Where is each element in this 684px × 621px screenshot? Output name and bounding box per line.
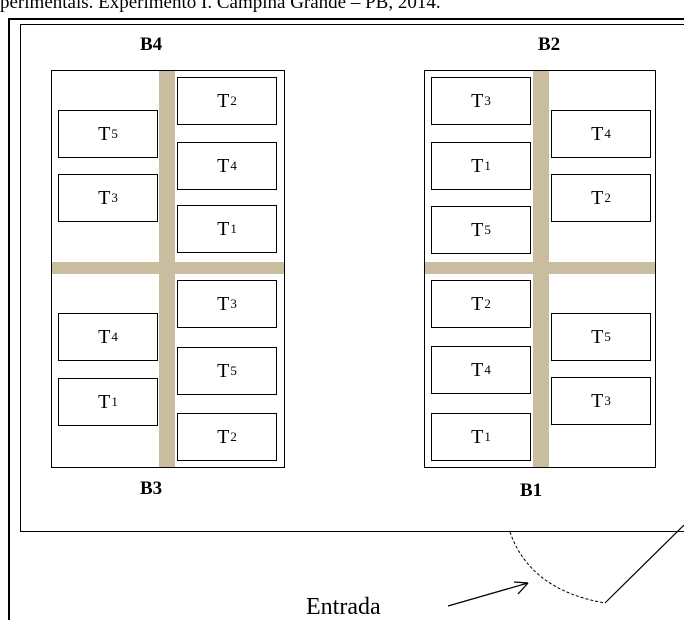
right-horizontal-corridor: [425, 262, 655, 274]
block-label-b4: B4: [140, 34, 163, 55]
figure-caption: perimentais. Experimento I. Campina Gran…: [0, 0, 441, 13]
block-label-b1: B1: [520, 480, 543, 501]
outer-frame: [8, 18, 684, 620]
experiment-room: [20, 24, 684, 532]
block-label-b3: B3: [140, 478, 163, 499]
left-horizontal-corridor: [52, 262, 284, 274]
block-label-b2: B2: [538, 34, 561, 55]
entrance-label: Entrada: [306, 594, 381, 620]
